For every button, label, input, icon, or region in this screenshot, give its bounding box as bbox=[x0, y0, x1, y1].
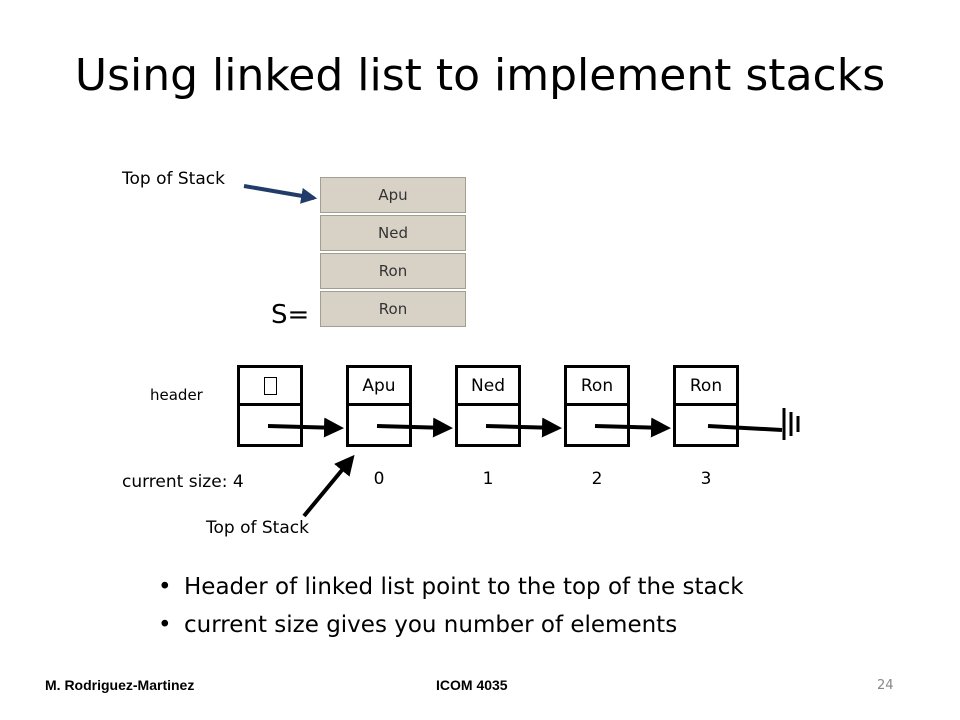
bullet-item: current size gives you number of element… bbox=[158, 606, 744, 644]
null-ground-icon bbox=[782, 408, 800, 440]
header-label: header bbox=[150, 386, 203, 404]
next-pointer-arrow bbox=[485, 417, 562, 438]
list-node: Apu bbox=[346, 365, 412, 447]
slide-title: Using linked list to implement stacks bbox=[74, 50, 886, 101]
stack-name-label: S= bbox=[271, 300, 310, 330]
stack-cell: Apu bbox=[320, 177, 466, 213]
list-top-arrow bbox=[302, 454, 355, 518]
list-top-label: Top of Stack bbox=[206, 518, 309, 538]
current-size-label: current size: 4 bbox=[122, 472, 244, 492]
footer-author: M. Rodriguez-Martinez bbox=[45, 677, 195, 693]
footer-course: ICOM 4035 bbox=[436, 677, 508, 693]
header-node-value bbox=[240, 368, 300, 406]
stack-top-arrow bbox=[243, 184, 318, 204]
null-pointer-line bbox=[707, 424, 783, 432]
list-node-value: Apu bbox=[349, 368, 409, 406]
list-node: Ned bbox=[455, 365, 521, 447]
list-node-value: Ron bbox=[567, 368, 627, 406]
page-number: 24 bbox=[877, 678, 894, 693]
header-node bbox=[237, 365, 303, 447]
bullet-item: Header of linked list point to the top o… bbox=[158, 568, 744, 606]
stack-cell: Ron bbox=[320, 291, 466, 327]
list-node-value: Ron bbox=[676, 368, 736, 406]
list-node: Ron bbox=[564, 365, 630, 447]
node-index: 1 bbox=[482, 469, 494, 489]
node-index: 2 bbox=[591, 469, 603, 489]
node-index: 3 bbox=[700, 469, 712, 489]
next-pointer-arrow bbox=[267, 417, 344, 438]
next-pointer-arrow bbox=[594, 417, 671, 438]
bullet-list: Header of linked list point to the top o… bbox=[158, 568, 744, 644]
placeholder-glyph-icon bbox=[263, 376, 277, 395]
list-node-value: Ned bbox=[458, 368, 518, 406]
stack-cell: Ron bbox=[320, 253, 466, 289]
stack-top-label: Top of Stack bbox=[122, 169, 225, 189]
list-node: Ron bbox=[673, 365, 739, 447]
stack-cell: Ned bbox=[320, 215, 466, 251]
node-index: 0 bbox=[373, 469, 385, 489]
next-pointer-arrow bbox=[376, 417, 453, 438]
